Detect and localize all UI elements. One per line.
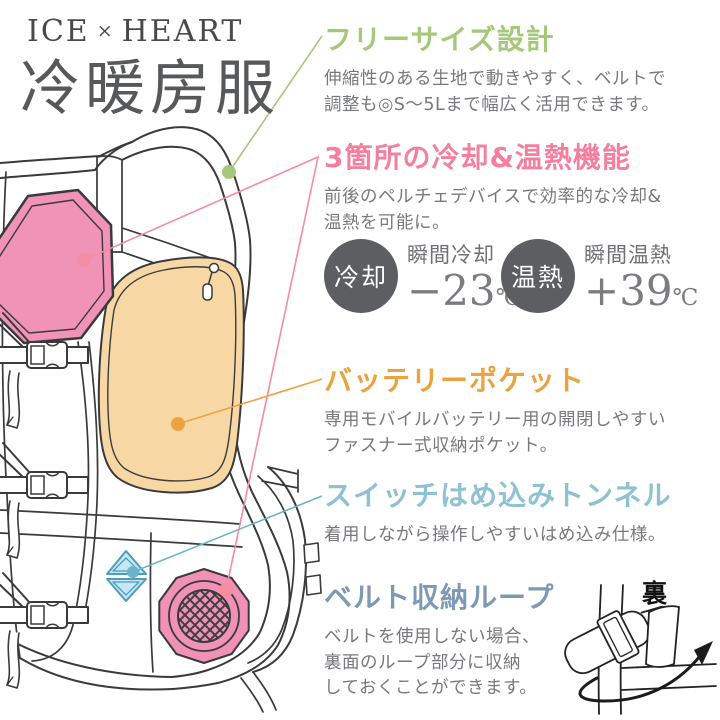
chest-peltier-octagon — [0, 188, 115, 345]
feature-heading: バッテリーポケット — [324, 364, 586, 397]
callout-dot-chest-device — [77, 253, 91, 267]
temperature-value: −23 — [407, 266, 496, 315]
badge-caption: 瞬間温熱 — [584, 243, 672, 267]
callout-line-free-size — [228, 35, 323, 173]
product-title: 冷暖房服 — [20, 54, 280, 124]
feature-heading: フリーサイズ設計 — [324, 23, 555, 56]
arrow-curve — [578, 650, 705, 703]
feature-body-line: しておくことができます。 — [324, 678, 538, 698]
feature-body: 前後のペルチェデバイスで効率的な冷却& 温熱を可能に。 — [324, 185, 720, 236]
battery-pocket-shape — [97, 256, 245, 494]
feature-heading: スイッチはめ込みトンネル — [324, 479, 672, 512]
feature-body: 伸縮性のある生地で動きやすく、ベルトで 調整も◎S〜5Lまで幅広く活用できます。 — [324, 67, 720, 118]
feature-body-line: 温熱を可能に。 — [324, 212, 450, 233]
heating-circle-badge: 温熱 — [501, 239, 575, 313]
feature-battery-pocket: バッテリーポケット 専用モバイルバッテリー用の開閉しやすい ファスナー式収納ポケ… — [324, 359, 720, 459]
feature-body-line: ベルトを使用しない場合、 — [324, 627, 540, 647]
callout-line-battery-pocket — [177, 378, 323, 425]
callout-dot-pocket — [171, 417, 185, 431]
feature-free-size: フリーサイズ設計 伸縮性のある生地で動きやすく、ベルトで 調整も◎S〜5Lまで幅… — [324, 18, 720, 118]
feature-cooling-heating: 3箇所の冷却&温熱機能 前後のペルチェデバイスで効率的な冷却& 温熱を可能に。 — [324, 136, 720, 236]
feature-switch-tunnel: スイッチはめ込みトンネル 着用しながら操作しやすいはめ込み仕様。 — [324, 474, 720, 549]
cooling-badge-text: 瞬間冷却 −23℃ — [407, 239, 521, 320]
badge-cooling: 冷却 瞬間冷却 −23℃ — [324, 239, 521, 320]
feature-body: 着用しながら操作しやすいはめ込み仕様。 — [324, 523, 720, 549]
loop-band — [645, 605, 680, 668]
badge-value: +39℃ — [584, 269, 698, 320]
callout-dot-shoulder — [222, 165, 236, 179]
heating-badge-text: 瞬間温熱 +39℃ — [584, 239, 698, 320]
switch-diamond — [106, 550, 147, 602]
belt-loop-illustration — [564, 584, 717, 715]
side-buckles — [0, 312, 89, 689]
back-side-label: 裏 — [642, 579, 668, 608]
callout-line-cooling-heating — [83, 155, 320, 591]
callout-dot-fan — [219, 583, 233, 597]
callout-dot-switch — [127, 566, 139, 578]
callout-line-switch-tunnel — [132, 495, 323, 573]
arrowhead-icon — [694, 641, 713, 665]
feature-body-line: 前後のペルチェデバイスで効率的な冷却& — [324, 187, 662, 207]
feature-heading: ベルト収納ループ — [324, 581, 555, 614]
feature-body-line: 伸縮性のある生地で動きやすく、ベルトで — [324, 69, 666, 89]
brand-logo: ICE × HEART — [27, 14, 243, 49]
temperature-value: +39 — [584, 266, 673, 315]
feature-body: 専用モバイルバッテリー用の開閉しやすい ファスナー式収納ポケット。 — [324, 408, 720, 459]
cooling-circle-badge: 冷却 — [324, 239, 398, 313]
fan-unit — [158, 568, 250, 664]
logo-multiply-sign: × — [96, 20, 115, 42]
feature-body-line: ファスナー式収納ポケット。 — [324, 435, 558, 456]
callout-lines — [77, 35, 323, 597]
feature-body-line: 着用しながら操作しやすいはめ込み仕様。 — [324, 525, 666, 545]
feature-body-line: 裏面のループ部分に収納 — [324, 652, 521, 673]
feature-body-line: 調整も◎S〜5Lまで幅広く活用できます。 — [324, 94, 660, 115]
zipper-pull-icon — [202, 262, 220, 301]
logo-ice: ICE — [27, 14, 90, 49]
temperature-unit: ℃ — [672, 285, 699, 311]
badge-caption: 瞬間冷却 — [407, 243, 495, 267]
logo-heart: HEART — [121, 14, 244, 49]
badge-heating: 温熱 瞬間温熱 +39℃ — [501, 239, 698, 320]
feature-body: ベルトを使用しない場合、 裏面のループ部分に収納 しておくことができます。 — [324, 625, 720, 702]
feature-heading: 3箇所の冷却&温熱機能 — [324, 141, 631, 174]
vest-outline — [0, 126, 322, 713]
feature-body-line: 専用モバイルバッテリー用の開閉しやすい — [324, 410, 666, 430]
feature-belt-loop: ベルト収納ループ ベルトを使用しない場合、 裏面のループ部分に収納 しておくこと… — [324, 576, 720, 702]
